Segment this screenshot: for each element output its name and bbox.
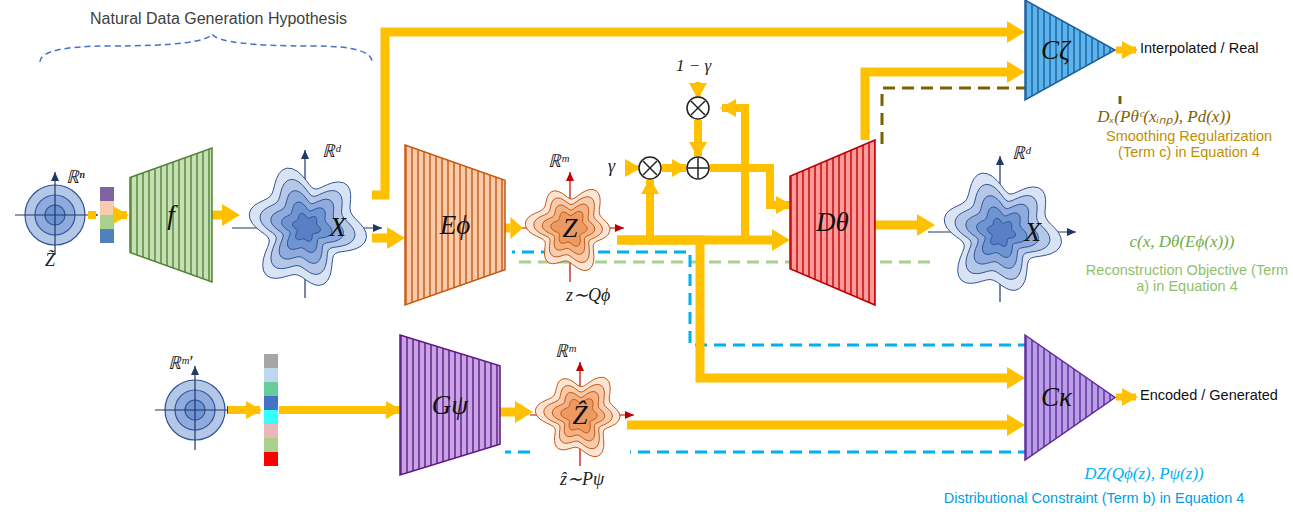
math-label: Dₓ(Pθᶜ(xᵢₙₚ), Pd(x)) xyxy=(1039,104,1289,127)
annotation: Interpolated / Real xyxy=(1140,40,1259,56)
decoder-box: Dθ xyxy=(790,140,875,305)
math-label: ℝᵐ xyxy=(548,148,569,172)
math-label: ℝᵈ xyxy=(1012,140,1031,164)
data-manifold: X xyxy=(240,160,372,295)
annotation: Encoded / Generated xyxy=(1140,387,1278,403)
prior-generator: Gψ xyxy=(400,335,500,475)
annotation: Smoothing Regularization (Term c) in Equ… xyxy=(1089,128,1289,160)
math-label: ℝⁿ xyxy=(66,164,85,188)
math-label: DZ(Qϕ(z), Pψ(z)) xyxy=(999,464,1289,484)
math-label: z∼Qϕ xyxy=(566,284,610,306)
math-label: ℝᵈ xyxy=(322,138,341,162)
node-shape xyxy=(1025,0,1115,100)
node-label: Cζ xyxy=(1041,35,1070,66)
data-flow-arrow xyxy=(212,204,240,226)
annotation: Distributional Constraint (Term b) in Eq… xyxy=(900,490,1288,506)
math-label: c(x, Dθ(Eϕ(x))) xyxy=(1075,232,1289,252)
prior-manifold: Ẑ xyxy=(533,368,627,462)
node-label: Eϕ xyxy=(440,210,470,241)
math-label: ℝᵐ xyxy=(555,338,576,362)
math-label: γ xyxy=(608,156,615,177)
node-label: X xyxy=(330,212,347,243)
node-label: f xyxy=(167,200,175,231)
data-manifold: X xyxy=(935,165,1067,300)
node-label: X xyxy=(1025,217,1042,248)
data-flow-arrow xyxy=(627,414,1025,436)
data-critic: Cζ xyxy=(1025,0,1115,100)
data-flow-arrow xyxy=(500,401,533,423)
generator-f: f xyxy=(130,148,212,282)
latent-manifold: Z xyxy=(523,180,617,276)
node-label: Gψ xyxy=(432,390,468,421)
annotation: Reconstruction Objective (Term a) in Equ… xyxy=(1085,262,1289,294)
data-flow-arrow xyxy=(505,217,523,239)
encoder-box: Eϕ xyxy=(405,145,505,305)
math-label: ẑ∼Pψ xyxy=(560,468,604,490)
node-label: Dθ xyxy=(816,207,849,238)
node-shape xyxy=(240,160,372,295)
annotation: Natural Data Generation Hypothesis xyxy=(90,10,347,28)
node-shape xyxy=(935,165,1067,300)
node-label: Z xyxy=(562,213,577,244)
data-flow-arrow xyxy=(875,214,935,236)
node-label: Ẑ xyxy=(572,400,587,431)
node-label: Cκ xyxy=(1041,382,1072,413)
latent-critic: Cκ xyxy=(1025,335,1115,460)
math-label: 1 − γ xyxy=(676,56,711,76)
math-label: Z̃ xyxy=(45,250,55,271)
data-flow-arrow xyxy=(372,227,405,249)
math-label: ℝᵐ′ xyxy=(168,350,192,374)
data-flow-arrow xyxy=(865,61,1025,140)
